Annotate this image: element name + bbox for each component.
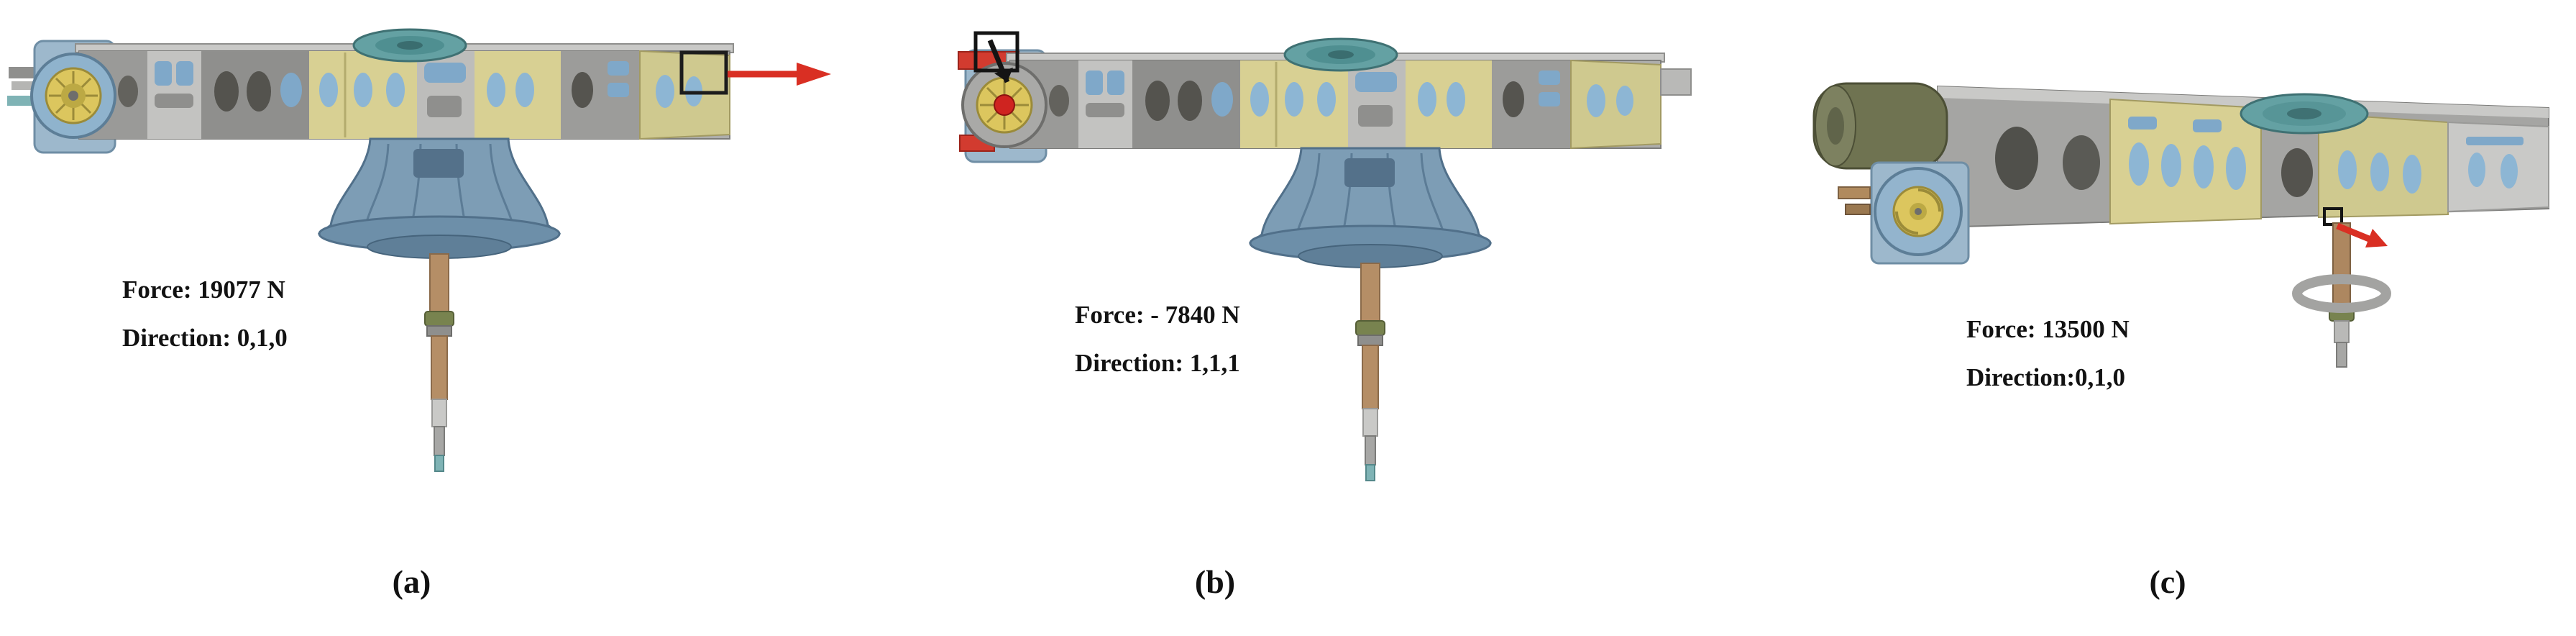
panel-b: Force: - 7840 N Direction: 1,1,1 (b) [859,0,1718,636]
vertical-shaft [2329,222,2355,368]
counterweight [1812,82,1948,170]
vertical-shaft [424,253,454,472]
turntable-disc [1283,37,1398,72]
cad-model-a [7,28,831,472]
panel-a: Force: 19077 N Direction: 0,1,0 (a) [0,0,859,636]
pivot-hub [961,62,1048,148]
force-label: Force: 13500 N [1966,315,2130,343]
pivot-hub [30,53,116,139]
direction-label: Direction:0,1,0 [1966,363,2125,391]
caption-a: (a) [392,563,431,600]
turret-base [317,137,562,259]
hub-fittings [1838,186,1871,215]
force-arrow-icon [728,63,831,86]
boom-left-tip [7,67,36,106]
caption-c: (c) [2149,563,2186,600]
load-marker-box [973,31,1019,73]
pivot-hub [1870,161,1970,265]
cad-model-b [958,31,1692,481]
turntable-disc [352,28,467,63]
force-arrow-icon [2336,222,2388,247]
turret-base [1248,147,1493,268]
turntable-disc [2240,93,2369,135]
force-label: Force: - 7840 N [1075,301,1240,329]
boom [75,43,734,140]
vertical-shaft [1355,263,1385,481]
caption-b: (b) [1194,563,1236,600]
cad-model-c [1812,82,2549,368]
direction-label: Direction: 1,1,1 [1075,349,1240,377]
force-label: Force: 19077 N [122,276,285,304]
direction-label: Direction: 0,1,0 [122,324,288,352]
force-arrow-icon [987,39,1013,83]
boom [1937,85,2549,229]
washer-ring [2292,274,2391,313]
load-marker-box [679,50,728,95]
panel-c: Force: 13500 N Direction:0,1,0 (c) [1718,0,2576,636]
